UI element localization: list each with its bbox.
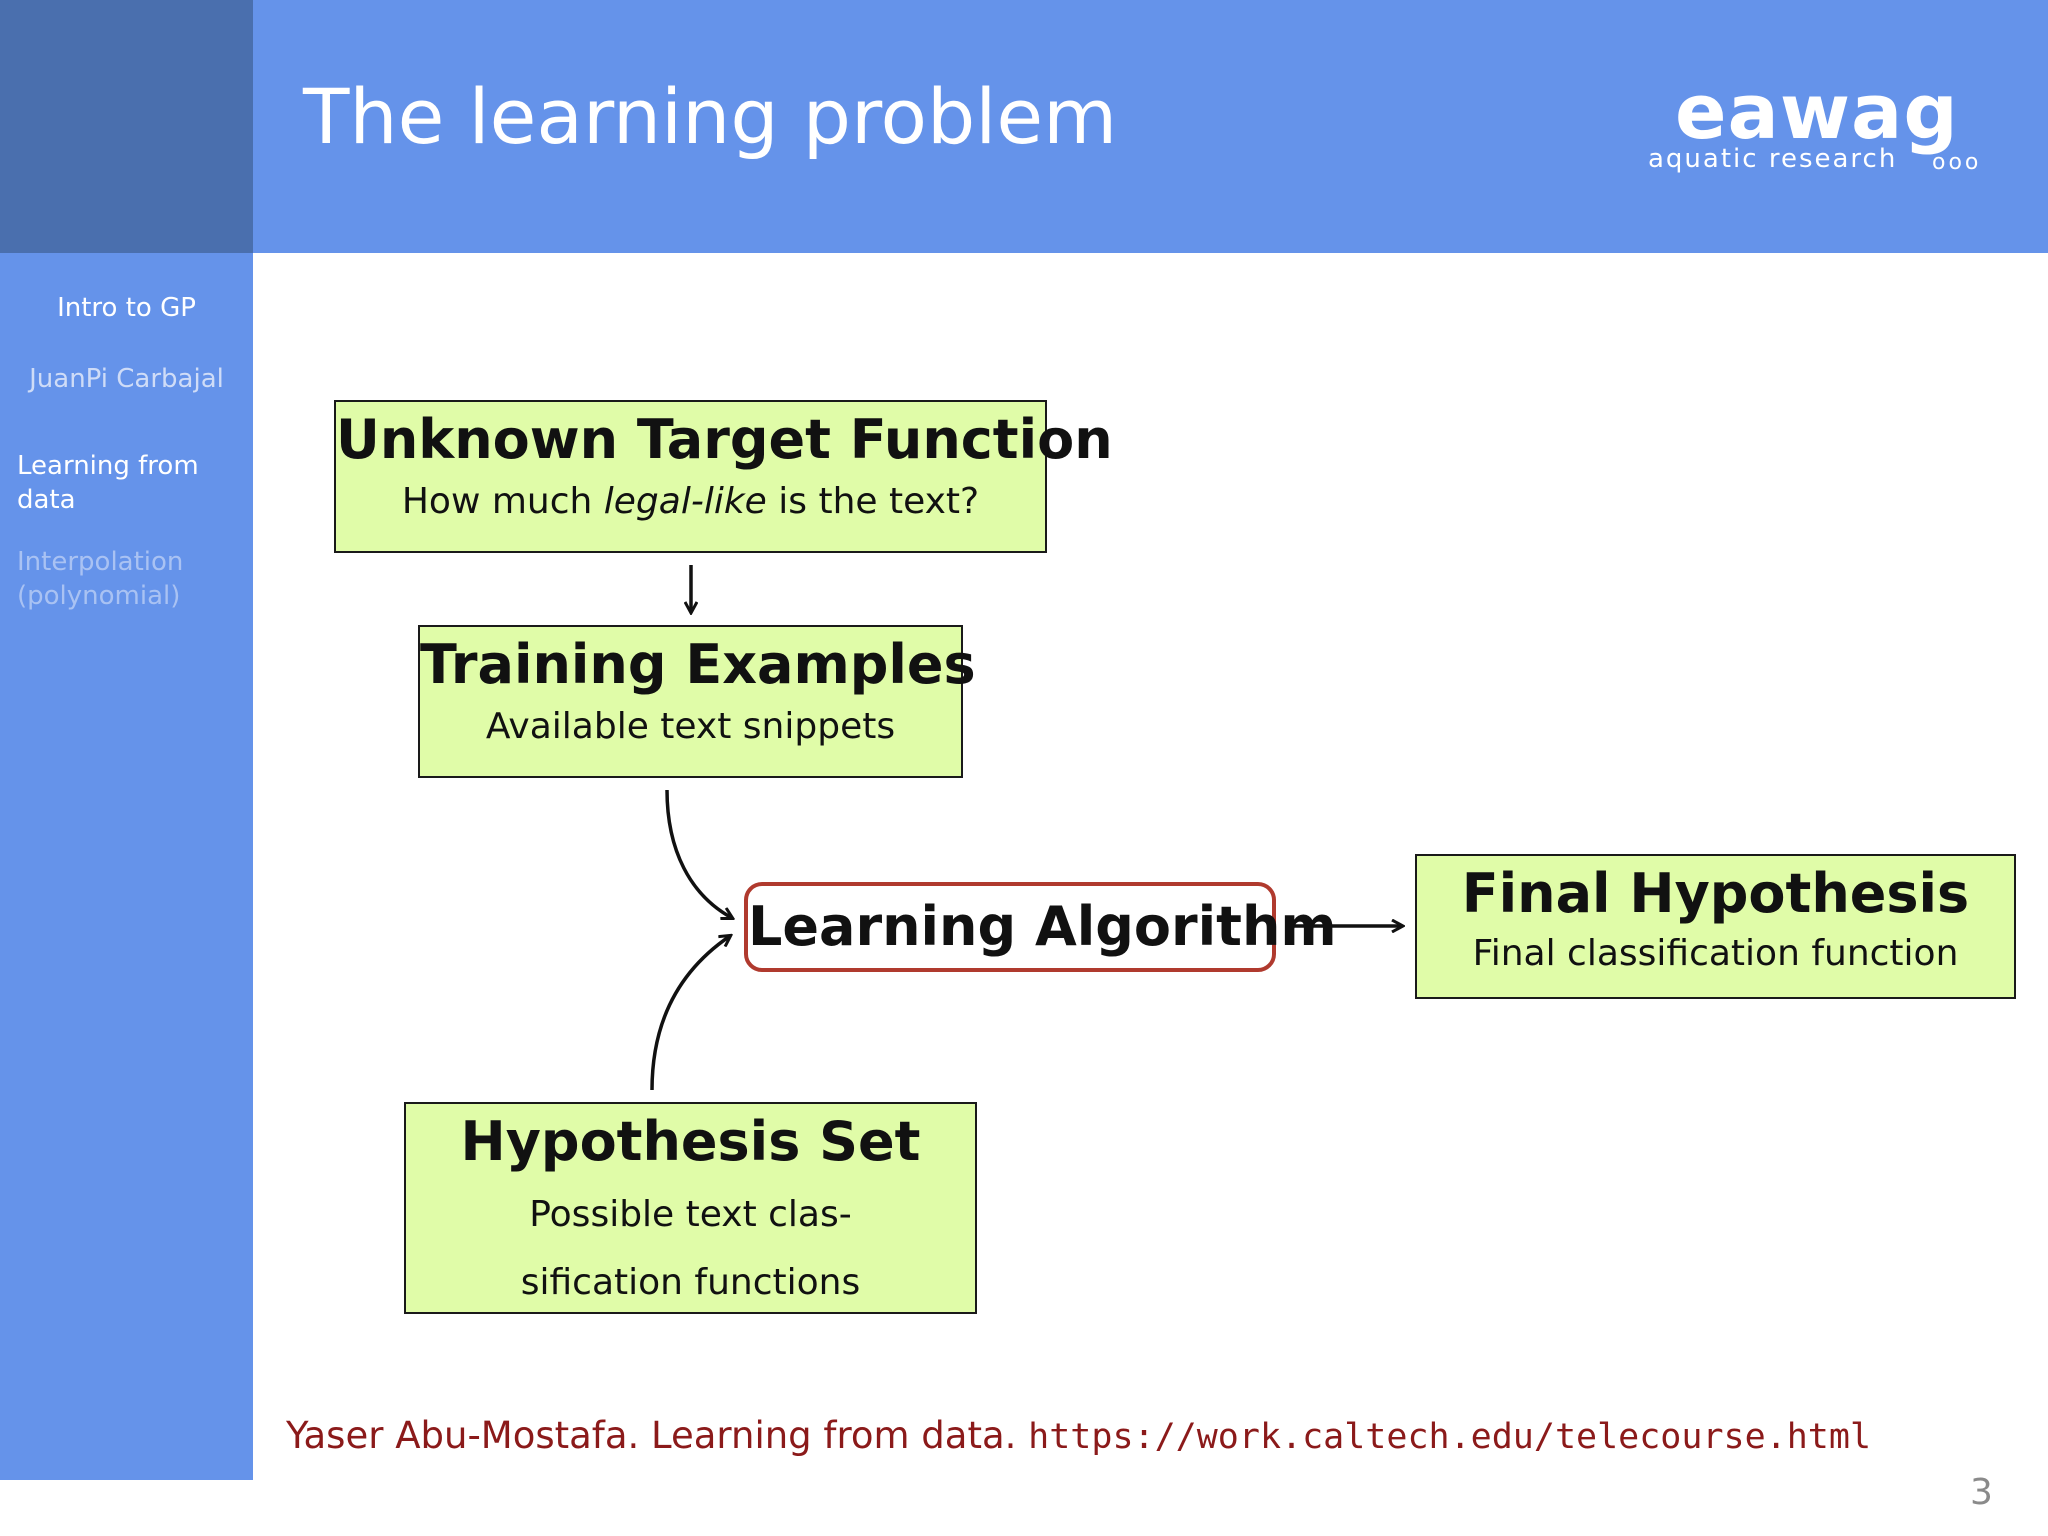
arrow-training-to-algorithm [665, 789, 732, 918]
training-title: Training Examples [420, 633, 976, 696]
header-corner [0, 0, 253, 253]
target-subtitle-pre: How much [401, 481, 604, 523]
hypothesis-subtitle-line1: Possible text clas- [529, 1194, 852, 1236]
logo-word: eawag [1675, 67, 1959, 156]
hypothesis-set-box: Hypothesis Set Possible text clas- sific… [404, 1102, 977, 1314]
sidebar-item-learning-from-data[interactable]: Learning from data [17, 451, 199, 515]
unknown-target-function-box: Unknown Target Function How much legal-l… [334, 400, 1113, 553]
hypothesis-subtitle-line2: sification functions [520, 1262, 861, 1304]
target-title: Unknown Target Function [336, 408, 1113, 471]
reference-citation: Yaser Abu-Mostafa. Learning from data. h… [286, 1414, 1871, 1457]
target-subtitle-emphasis: legal-like [603, 481, 767, 523]
page-number: 3 [1970, 1472, 1993, 1513]
final-hypothesis-box: Final Hypothesis Final classification fu… [1415, 854, 2016, 999]
final-subtitle: Final classification function [1472, 933, 1959, 975]
training-examples-box: Training Examples Available text snippet… [418, 625, 976, 778]
training-subtitle: Available text snippets [485, 706, 896, 748]
sidebar-talk-title[interactable]: Intro to GP [57, 293, 196, 323]
reference-text: Yaser Abu-Mostafa. Learning from data. [286, 1414, 1029, 1457]
logo-dots: ooo [1932, 150, 1982, 175]
slide-title: The learning problem [303, 72, 1118, 161]
arrow-hypothesis-to-algorithm [650, 936, 730, 1091]
final-title: Final Hypothesis [1461, 862, 1970, 925]
navigation-sidebar: Intro to GP JuanPi Carbajal Learning fro… [0, 253, 253, 1480]
eawag-logo: eawag aquatic research ooo [1640, 74, 2000, 194]
target-subtitle: How much legal-like is the text? [336, 473, 1045, 531]
logo-subtitle: aquatic research [1648, 144, 1898, 174]
target-subtitle-post: is the text? [766, 481, 980, 523]
slide-header [253, 0, 2048, 253]
learning-algorithm-box: Learning Algorithm [744, 882, 1337, 972]
sidebar-author[interactable]: JuanPi Carbajal [29, 364, 224, 394]
sidebar-item-interpolation[interactable]: Interpolation (polynomial) [17, 547, 184, 611]
hypothesis-title: Hypothesis Set [460, 1110, 921, 1173]
reference-url[interactable]: https://work.caltech.edu/telecourse.html [1028, 1417, 1872, 1457]
